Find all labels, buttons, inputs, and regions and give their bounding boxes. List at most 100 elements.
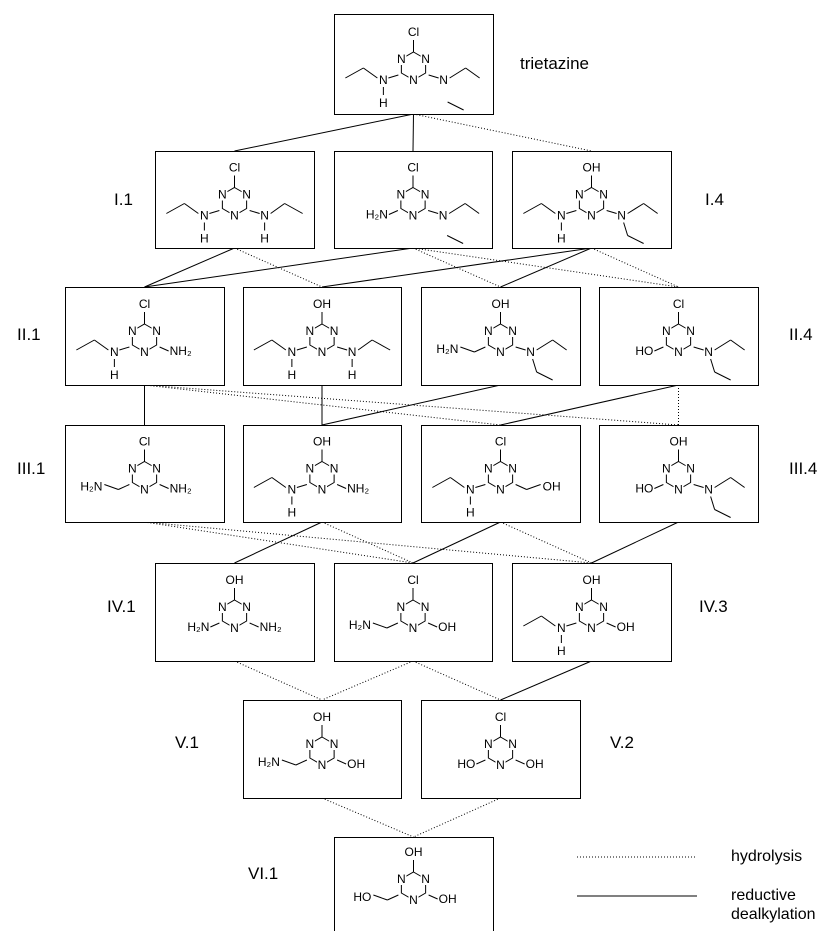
box-frame xyxy=(243,425,402,523)
reductive-dealkylation-edge xyxy=(234,113,414,152)
atom-label: NH₂ xyxy=(347,482,369,496)
box-frame xyxy=(512,151,672,249)
atom-label: OH xyxy=(526,757,544,771)
ring-nitrogen: N xyxy=(599,188,608,202)
atom-label: H xyxy=(200,232,209,246)
top-substituent: OH xyxy=(313,710,331,724)
atom-label: N xyxy=(260,209,269,223)
atom-label: N xyxy=(379,73,388,87)
hydrolysis-edge xyxy=(234,247,323,288)
label-VI-1: VI.1 xyxy=(248,864,279,883)
ring-nitrogen: N xyxy=(484,462,493,476)
atom-label: OH xyxy=(438,620,456,634)
top-substituent: Cl xyxy=(673,297,684,311)
ring-nitrogen: N xyxy=(218,600,227,614)
reductive-dealkylation-edge xyxy=(591,521,679,564)
ring-nitrogen: N xyxy=(508,737,517,751)
ring-nitrogen: N xyxy=(421,872,430,886)
atom-label: N xyxy=(557,209,566,223)
ring-nitrogen: N xyxy=(421,52,430,66)
atom-label: N xyxy=(704,345,713,359)
atom-label: H₂N xyxy=(258,755,280,769)
ring-nitrogen: N xyxy=(330,324,339,338)
box-frame xyxy=(421,287,581,386)
reductive-dealkylation-edge xyxy=(234,521,323,564)
label-V-2: V.2 xyxy=(610,733,634,752)
reductive-dealkylation-edge xyxy=(500,384,679,426)
ring-nitrogen: N xyxy=(242,600,251,614)
ring-nitrogen: N xyxy=(128,324,137,338)
ring-nitrogen: N xyxy=(409,209,418,223)
atom-label: H₂N xyxy=(349,618,371,632)
box-frame xyxy=(334,14,494,115)
top-substituent: Cl xyxy=(139,297,150,311)
box-frame xyxy=(243,287,402,386)
ring-nitrogen: N xyxy=(662,324,671,338)
ring-nitrogen: N xyxy=(152,324,161,338)
atom-label: NH₂ xyxy=(170,482,192,496)
ring-nitrogen: N xyxy=(140,483,149,497)
legend-reductive-label: reductive xyxy=(731,887,796,904)
ring-nitrogen: N xyxy=(686,324,695,338)
top-substituent: OH xyxy=(226,573,244,587)
reductive-dealkylation-edge xyxy=(144,247,414,288)
hydrolysis-edge xyxy=(413,113,592,152)
reductive-dealkylation-edge xyxy=(500,247,592,288)
box-frame xyxy=(599,287,759,386)
top-substituent: Cl xyxy=(407,573,418,587)
top-substituent: Cl xyxy=(495,435,506,449)
ring-nitrogen: N xyxy=(409,621,418,635)
hydrolysis-edge xyxy=(321,660,414,701)
hydrolysis-edge xyxy=(413,797,501,838)
atom-label: N xyxy=(439,73,448,87)
top-substituent: OH xyxy=(313,435,331,449)
hydrolysis-edge xyxy=(591,247,679,288)
box-frame xyxy=(421,425,581,523)
ring-nitrogen: N xyxy=(306,324,315,338)
ring-nitrogen: N xyxy=(128,462,137,476)
ring-nitrogen: N xyxy=(599,600,608,614)
ring-nitrogen: N xyxy=(330,737,339,751)
atom-label: HO xyxy=(635,344,653,358)
box-frame xyxy=(512,563,672,662)
ring-nitrogen: N xyxy=(397,52,406,66)
ring-nitrogen: N xyxy=(587,209,596,223)
atom-label: HO xyxy=(353,890,371,904)
legend-hydrolysis-label: hydrolysis xyxy=(731,848,803,865)
atom-label: H xyxy=(557,232,566,246)
box-frame xyxy=(334,563,493,662)
ring-nitrogen: N xyxy=(508,462,517,476)
reductive-dealkylation-edge xyxy=(412,113,414,152)
reductive-dealkylation-edge xyxy=(144,247,235,288)
atom-label: OH xyxy=(617,620,635,634)
label-I-1: I.1 xyxy=(114,190,133,209)
ring-nitrogen: N xyxy=(230,621,239,635)
atom-label: N xyxy=(110,345,119,359)
box-frame xyxy=(599,425,759,523)
atom-label: OH xyxy=(543,480,561,494)
hydrolysis-edge xyxy=(234,660,323,701)
label-II-1: II.1 xyxy=(17,325,41,344)
reductive-dealkylation-edge xyxy=(412,521,501,564)
label-IV-1: IV.1 xyxy=(107,597,136,616)
atom-label: H xyxy=(260,232,269,246)
ring-nitrogen: N xyxy=(484,324,493,338)
top-substituent: OH xyxy=(313,297,331,311)
ring-nitrogen: N xyxy=(318,758,327,772)
atom-label: N xyxy=(288,345,297,359)
atom-label: H₂N xyxy=(366,208,388,222)
top-substituent: OH xyxy=(583,573,601,587)
atom-label: H xyxy=(466,506,475,520)
ring-nitrogen: N xyxy=(330,462,339,476)
atom-label: H xyxy=(379,96,388,110)
atom-label: N xyxy=(557,621,566,635)
reductive-dealkylation-edge xyxy=(321,247,592,288)
